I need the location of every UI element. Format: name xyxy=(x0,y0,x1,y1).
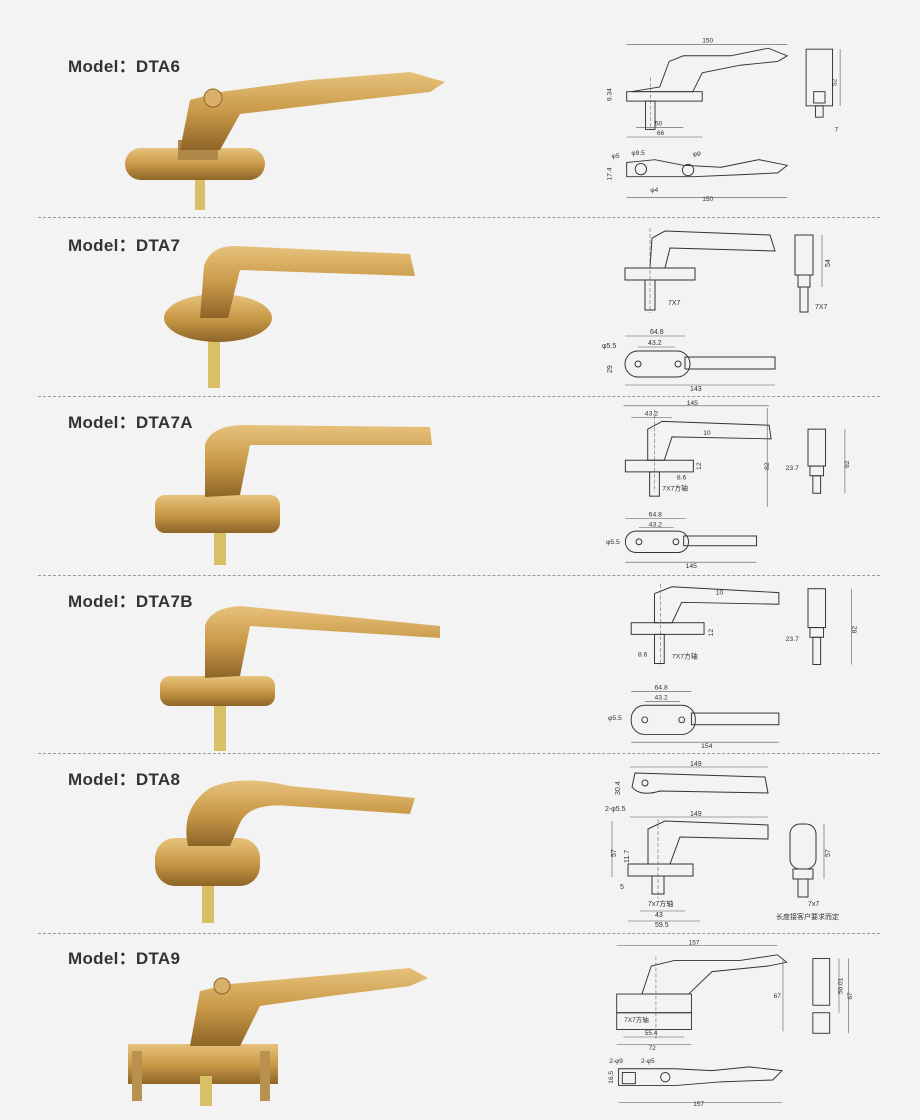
row-separator xyxy=(38,396,880,397)
dimension-label: 43.2 xyxy=(649,521,662,528)
dimension-label: 150 xyxy=(702,38,713,45)
dimension-label: 9.34 xyxy=(607,88,614,101)
dimension-label: 43 xyxy=(655,912,663,919)
dimension-label: 82 xyxy=(852,626,859,634)
length-note: 长度接客户要求而定 xyxy=(776,912,839,921)
dimension-label: 10 xyxy=(716,590,724,597)
dimension-label: 149 xyxy=(690,811,702,818)
dimension-label: 64.8 xyxy=(650,329,664,336)
dimension-label: 30.4 xyxy=(615,781,622,795)
dimension-label: 50.01 xyxy=(838,977,845,994)
dimension-label: φ9.5 xyxy=(631,150,645,157)
dimension-label: 150 xyxy=(702,196,713,203)
dimension-label: 59.5 xyxy=(655,922,669,929)
handle-photo-dta7b xyxy=(160,606,440,751)
handle-photo-dta6 xyxy=(125,72,445,210)
handle-photo-dta8 xyxy=(155,780,415,923)
dimension-label: 23.7 xyxy=(786,636,799,643)
dimension-label: 57 xyxy=(611,849,618,857)
model-title: Model：DTA9 xyxy=(68,949,181,968)
dimension-label: 2-φ9 xyxy=(609,1058,623,1065)
dimension-label: 43.2 xyxy=(645,411,658,418)
dimension-label: 2-φ5 xyxy=(641,1058,655,1065)
dimension-label: 8.6 xyxy=(638,652,648,659)
dimension-label: 145 xyxy=(687,400,699,407)
dimension-label: 145 xyxy=(686,563,698,570)
dimension-label: φ5.5 xyxy=(608,715,622,722)
dimension-label: 12 xyxy=(696,462,703,470)
dimension-label: 7X7方轴 xyxy=(672,652,698,661)
row-separator xyxy=(38,575,880,576)
dimension-label: 67 xyxy=(847,992,854,1000)
dimension-label: 7X7方轴 xyxy=(662,483,688,492)
dimension-label: 50 xyxy=(655,121,663,128)
dimension-label: 82 xyxy=(844,460,851,468)
dimension-label: 2-φ5.5 xyxy=(605,806,626,813)
dimension-label: 43.2 xyxy=(655,694,668,701)
drawing-dta7: 7X7 54 7X7 64.8 43.2 φ5.5 29 143 xyxy=(602,228,832,393)
dimension-label: 149 xyxy=(690,761,702,768)
dimension-label: 29 xyxy=(607,365,614,373)
dimension-label: 54 xyxy=(825,259,832,267)
dimension-label: 7X7 xyxy=(815,304,828,311)
dimension-label: 154 xyxy=(701,743,713,749)
drawing-dta9: 157 67 7X7方轴 55.4 72 50.01 67 2-φ9 2-φ5 … xyxy=(608,940,854,1108)
dimension-label: φ4 xyxy=(650,187,658,194)
dimension-label: 64.8 xyxy=(655,685,668,692)
dimension-label: 82 xyxy=(764,462,771,470)
model-title: Model：DTA7A xyxy=(68,413,193,432)
row-separator xyxy=(38,933,880,934)
dimension-label: 7X7方轴 xyxy=(624,1015,649,1024)
drawing-dta8: 149 30.4 2-φ5.5 149 57 11.7 5 7x7方轴 43 5… xyxy=(605,761,839,929)
dimension-label: 64.8 xyxy=(649,512,662,519)
dimension-label: 157 xyxy=(689,940,700,947)
dimension-label: 43.2 xyxy=(648,340,662,347)
model-title: Model：DTA6 xyxy=(68,57,181,76)
drawing-dta6: 150 50 66 9.34 52 7 φ5 φ9.5 φ9 17.4 φ4 1… xyxy=(607,38,841,203)
dimension-label: 157 xyxy=(693,1101,704,1108)
dimension-label: 17.4 xyxy=(607,167,614,180)
dimension-label: 7X7 xyxy=(668,300,681,307)
dimension-label: 11.7 xyxy=(624,850,631,863)
dimension-label: 67 xyxy=(774,993,782,1000)
dimension-label: 16.5 xyxy=(608,1071,615,1084)
dimension-label: φ5 xyxy=(612,153,620,160)
dimension-label: 143 xyxy=(690,386,702,393)
dimension-label: 5 xyxy=(620,884,624,891)
model-title: Model：DTA7 xyxy=(68,236,181,255)
dimension-label: 7x7 xyxy=(808,901,819,908)
dimension-label: φ9 xyxy=(693,151,701,158)
dimension-label: φ5.5 xyxy=(606,539,620,546)
row-separator xyxy=(38,217,880,218)
drawing-dta7a: 145 43.2 10 12 8.6 7X7方轴 82 23.7 82 64.8… xyxy=(606,400,851,570)
dimension-label: 55.4 xyxy=(645,1030,658,1037)
dimension-label: 57 xyxy=(825,849,832,857)
row-separator xyxy=(38,753,880,754)
handle-photo-dta7 xyxy=(164,246,415,388)
dimension-label: 52 xyxy=(831,78,838,86)
dimension-label: 7x7方轴 xyxy=(648,899,673,908)
handle-photo-dta9 xyxy=(128,968,428,1106)
dimension-label: 72 xyxy=(648,1045,656,1052)
dimension-label: 8.6 xyxy=(677,475,687,482)
dimension-label: 23.7 xyxy=(786,465,799,472)
drawing-dta7b: 10 12 8.6 7X7方轴 23.7 82 64.8 43.2 φ5.5 1… xyxy=(608,583,859,749)
dimension-label: 12 xyxy=(708,629,715,637)
dimension-label: 66 xyxy=(657,130,665,137)
dimension-label: 7 xyxy=(834,126,838,133)
model-title: Model：DTA8 xyxy=(68,770,181,789)
model-title: Model：DTA7B xyxy=(68,592,193,611)
dimension-label: 10 xyxy=(703,430,711,437)
dimension-label: φ5.5 xyxy=(602,343,616,350)
handle-photo-dta7a xyxy=(155,425,432,565)
